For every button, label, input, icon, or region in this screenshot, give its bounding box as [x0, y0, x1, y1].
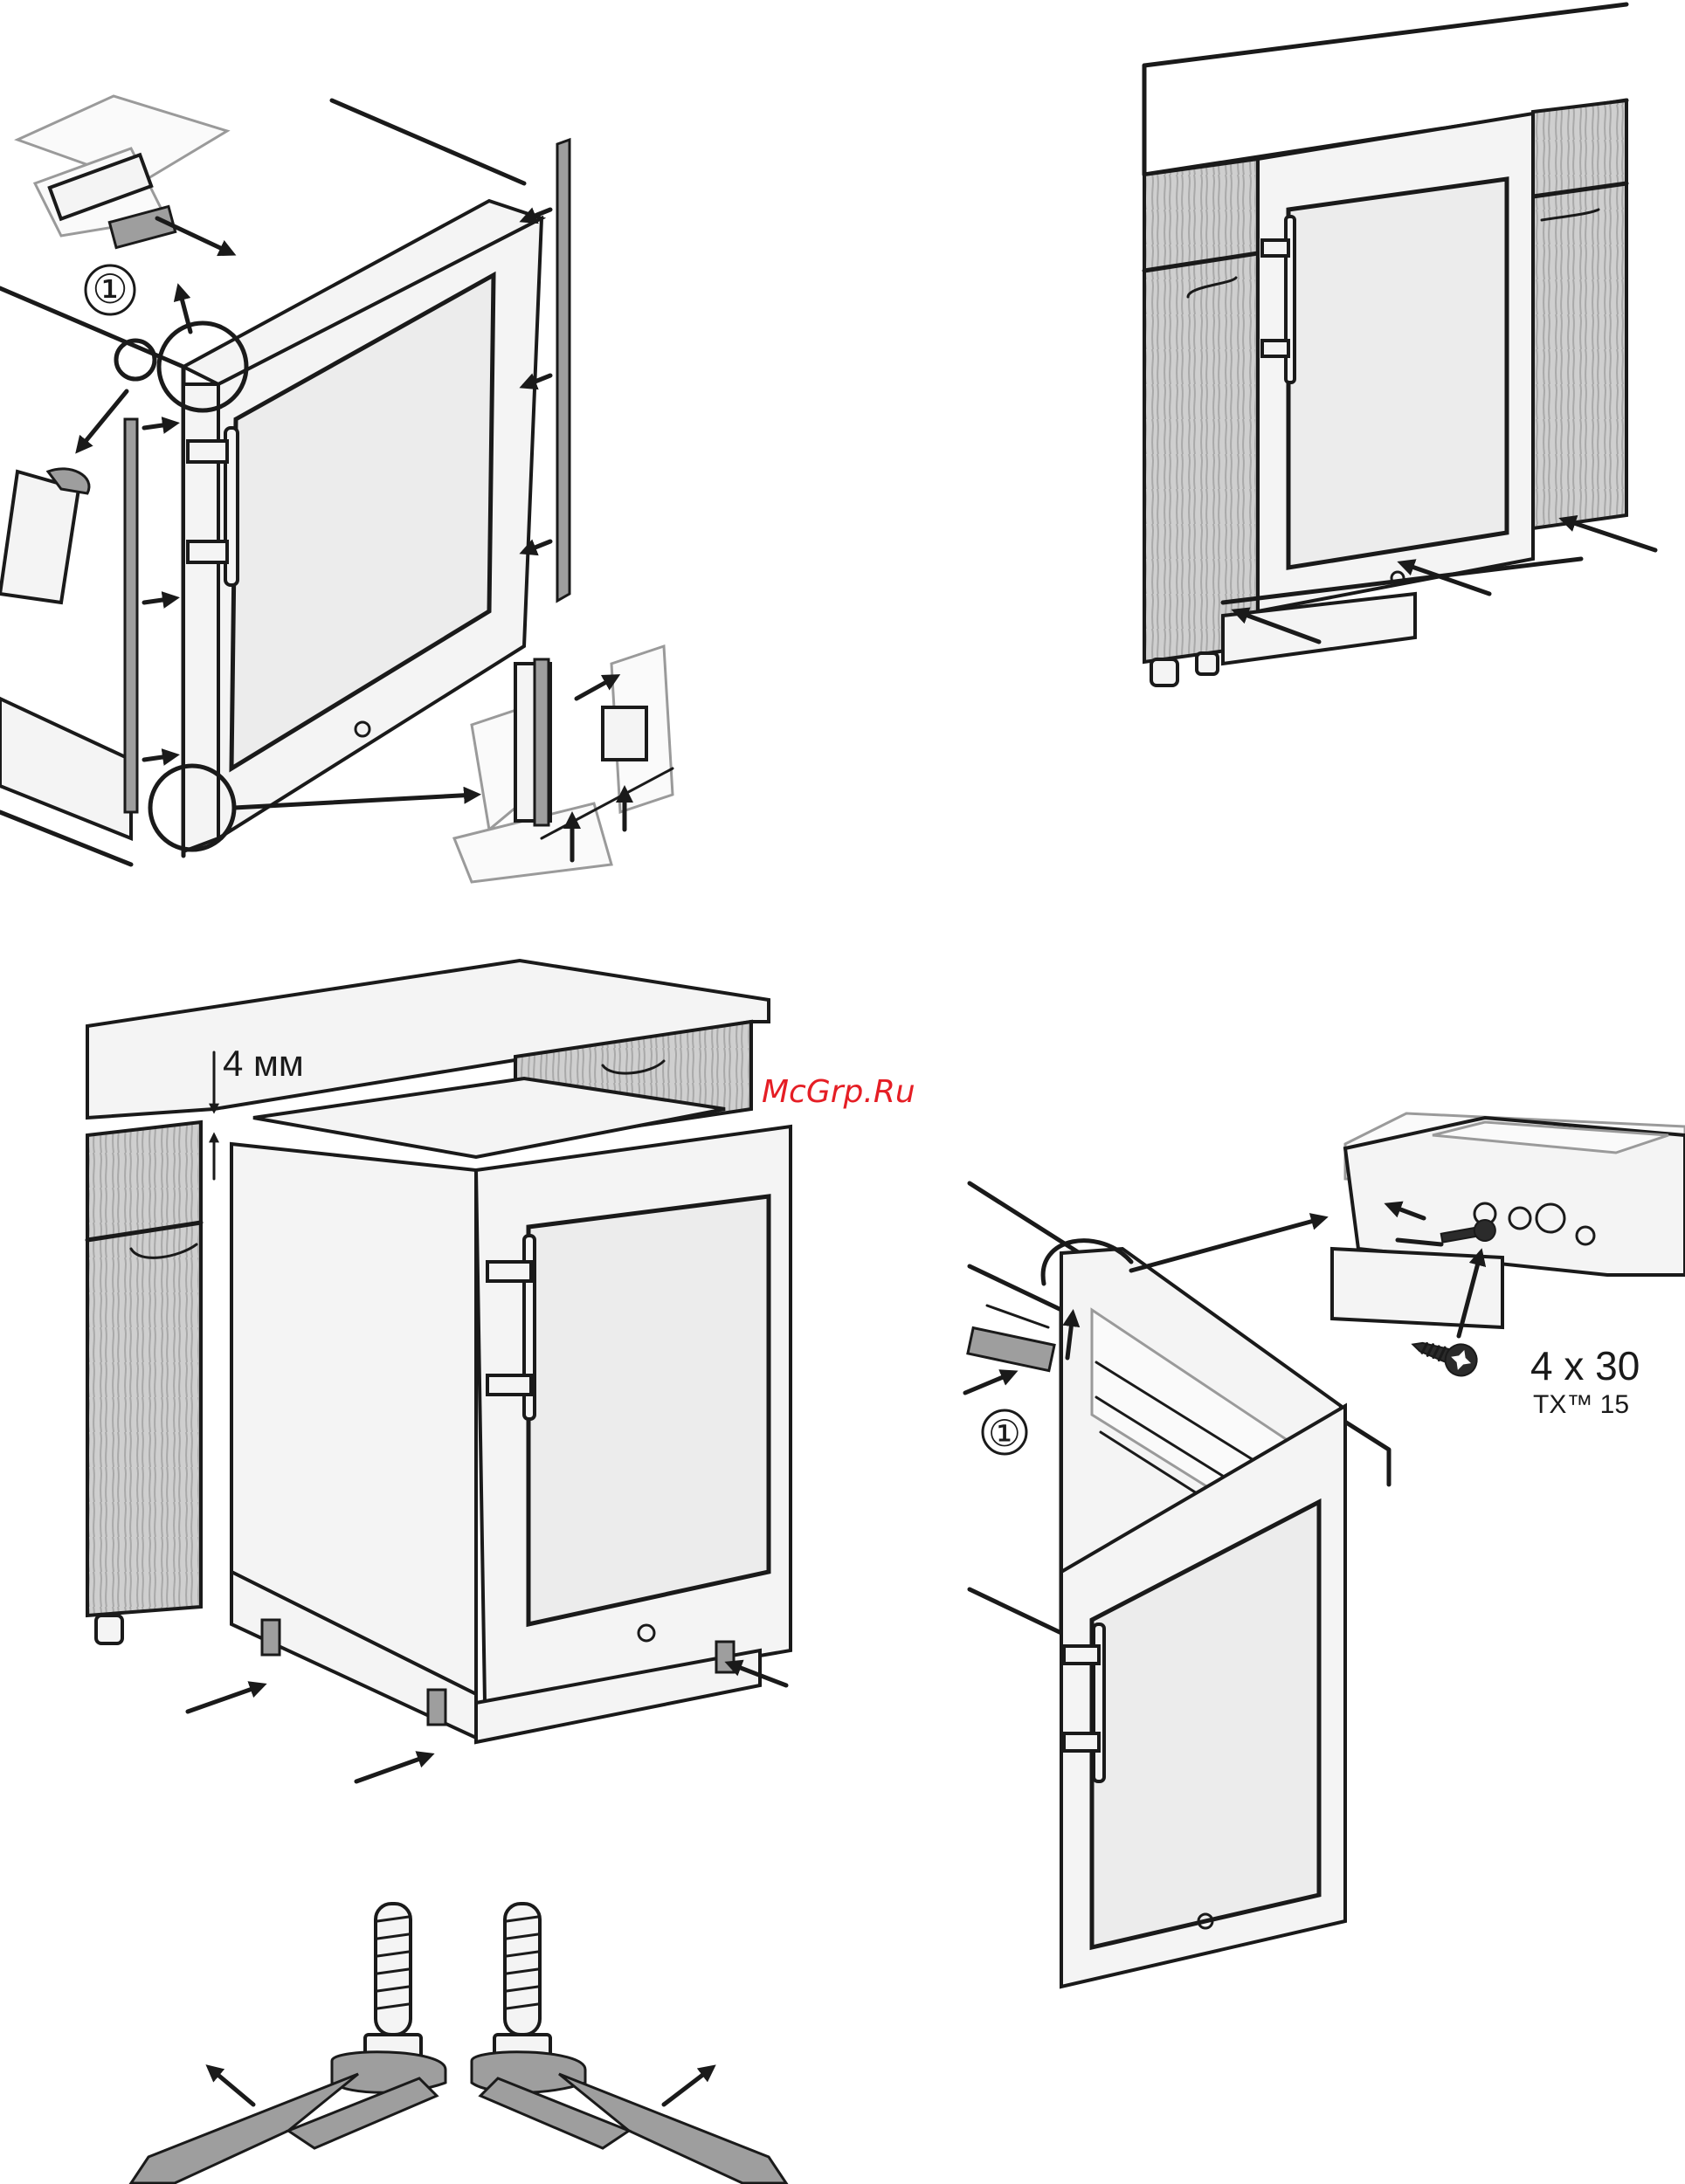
step-marker-1: ① [86, 265, 135, 314]
step-marker-1-label: ① [988, 1413, 1021, 1454]
cover-plate [968, 1328, 1054, 1371]
screw-size-label: 4 x 30 [1530, 1343, 1640, 1388]
rotate-arrow-icon [210, 2068, 253, 2105]
arrow-icon [577, 677, 616, 699]
adjustable-foot-right [472, 1904, 786, 2183]
seal-strip-right [557, 140, 570, 601]
screw-drive-label: TX™ 15 [1533, 1390, 1629, 1419]
hinge-icon [188, 441, 227, 462]
panel-adjust-feet [131, 1904, 786, 2183]
seal-strip-left [125, 419, 137, 812]
pull-arrow-icon [157, 218, 231, 253]
callout-arrow-icon [1131, 1218, 1323, 1271]
hinge-icon [1262, 240, 1288, 256]
step-marker-1-label: ① [92, 266, 128, 312]
cabinet-left [1144, 159, 1258, 662]
panel-top-left: ① [0, 96, 673, 882]
panel-top-right [1144, 4, 1655, 686]
cabinet-left [87, 1122, 201, 1616]
panel-right-bottom: ① 4 x 30 TX™ 15 [965, 1113, 1685, 1987]
seal-strip-bottom [535, 659, 549, 825]
bottom-detail [454, 646, 673, 882]
arrow-icon [79, 391, 127, 450]
hinge-icon [487, 1375, 531, 1395]
adjustable-foot-left [131, 1904, 445, 2183]
hinge-icon [1064, 1733, 1099, 1751]
hinge-icon [1064, 1646, 1099, 1664]
hinge-icon [487, 1262, 531, 1281]
control-panel-detail [17, 96, 227, 248]
door-glass [528, 1196, 769, 1624]
cabinet-right [1533, 100, 1626, 528]
hinge-icon [1262, 341, 1288, 356]
gap-label: 4 мм [223, 1043, 304, 1084]
panel-bottom-left: 4 мм [87, 961, 791, 1781]
hinge-icon [188, 541, 227, 562]
step-marker-1: ① [983, 1410, 1026, 1454]
arrow-icon [965, 1373, 1013, 1393]
door-glass [1288, 179, 1507, 568]
watermark: McGrp.Ru [762, 1074, 915, 1110]
rotate-arrow-icon [664, 2068, 712, 2105]
screw-icon [1408, 1329, 1481, 1380]
